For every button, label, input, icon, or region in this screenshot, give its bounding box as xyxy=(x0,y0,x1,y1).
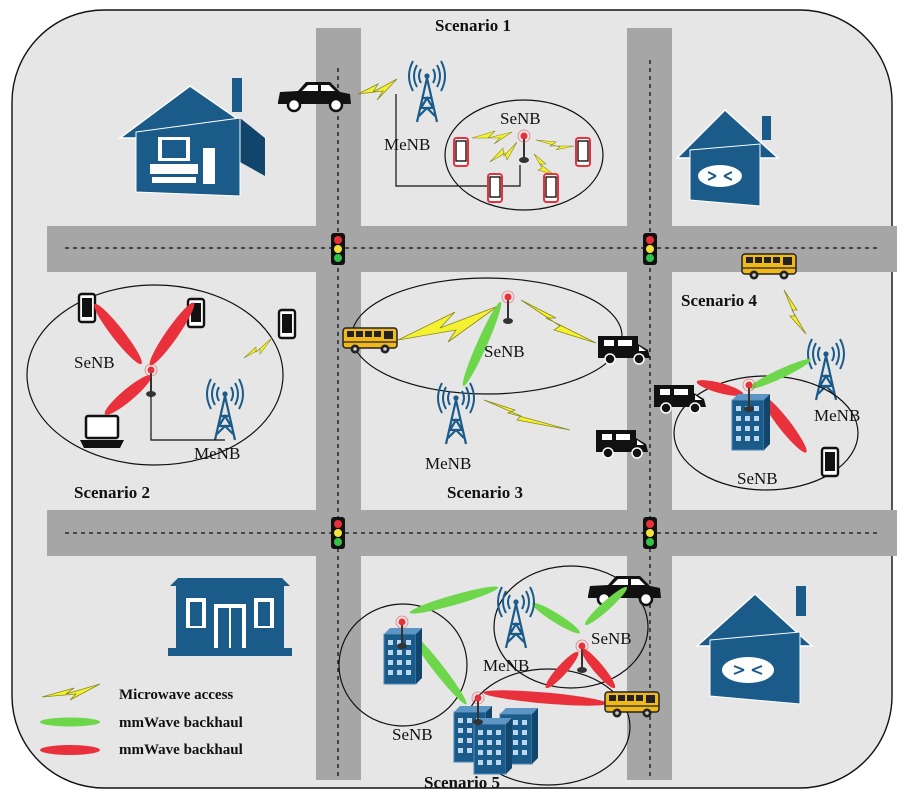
s1-menb-label: MeNB xyxy=(384,135,430,154)
s2-menb-label: MeNB xyxy=(194,444,240,463)
building-icon xyxy=(168,578,292,656)
s1-microwave-links xyxy=(471,130,575,175)
legend: Microwave access mmWave backhaul mmWave … xyxy=(40,683,243,758)
mmwave-beam-red xyxy=(696,380,744,396)
s4-menb-label: MeNB xyxy=(814,406,860,425)
legend-green-beam-icon xyxy=(40,717,100,727)
s5-menb-label: MeNB xyxy=(483,656,529,675)
microwave-link xyxy=(357,78,398,101)
phone-icon xyxy=(575,137,591,167)
s5-green-beams xyxy=(409,586,628,705)
s1-senb-label: SeNB xyxy=(500,109,541,128)
s5-red-beams xyxy=(483,647,616,706)
traffic-light-icon xyxy=(331,233,345,265)
s2-senb-label: SeNB xyxy=(74,353,115,372)
scenario-2-title: Scenario 2 xyxy=(74,483,150,502)
scenario-5-title: Scenario 5 xyxy=(424,773,500,792)
traffic-light-icon xyxy=(643,233,657,265)
building-icon xyxy=(731,393,771,451)
mmwave-beam-green xyxy=(462,301,502,387)
microwave-link xyxy=(483,399,571,431)
legend-bolt-icon xyxy=(41,683,101,701)
microwave-link xyxy=(520,299,597,344)
scenario-4-title: Scenario 4 xyxy=(681,291,758,310)
mmwave-beam-red xyxy=(761,395,807,453)
house-router-icon xyxy=(675,108,780,207)
s2-small-cell xyxy=(26,284,284,466)
legend-red-beam-icon xyxy=(40,745,100,755)
s3-senb-label: SeNB xyxy=(484,342,525,361)
s5-cell-right xyxy=(493,565,649,689)
house-computer-icon xyxy=(117,78,268,197)
phone-icon xyxy=(543,173,559,203)
s5-senb-b-label: SeNB xyxy=(591,629,632,648)
s3-menb-label: MeNB xyxy=(425,454,471,473)
s1-small-cell xyxy=(444,99,604,211)
phone-icon xyxy=(453,137,469,167)
s2-mmwave-beams xyxy=(94,302,195,415)
scenario-1-title: Scenario 1 xyxy=(435,16,511,35)
phone-icon xyxy=(277,308,297,340)
legend-label-red-backhaul: mmWave backhaul xyxy=(119,742,243,758)
phone-icon xyxy=(77,292,97,324)
scenario-3-title: Scenario 3 xyxy=(447,483,523,502)
phone-icon xyxy=(820,446,840,478)
microwave-link xyxy=(783,289,807,335)
roads xyxy=(47,28,897,780)
legend-label-green-backhaul: mmWave backhaul xyxy=(119,715,243,731)
traffic-light-icon xyxy=(643,517,657,549)
phone-icon xyxy=(487,173,503,203)
traffic-light-icon xyxy=(331,517,345,549)
s5-cell-left xyxy=(338,603,468,727)
laptop-icon xyxy=(80,414,124,448)
legend-label-microwave: Microwave access xyxy=(119,687,233,703)
mmwave-beam-green xyxy=(749,359,811,389)
microwave-link xyxy=(243,337,273,359)
s5-senb-a-label: SeNB xyxy=(392,725,433,744)
s4-senb-label: SeNB xyxy=(737,469,778,488)
house-router-icon xyxy=(695,586,814,705)
